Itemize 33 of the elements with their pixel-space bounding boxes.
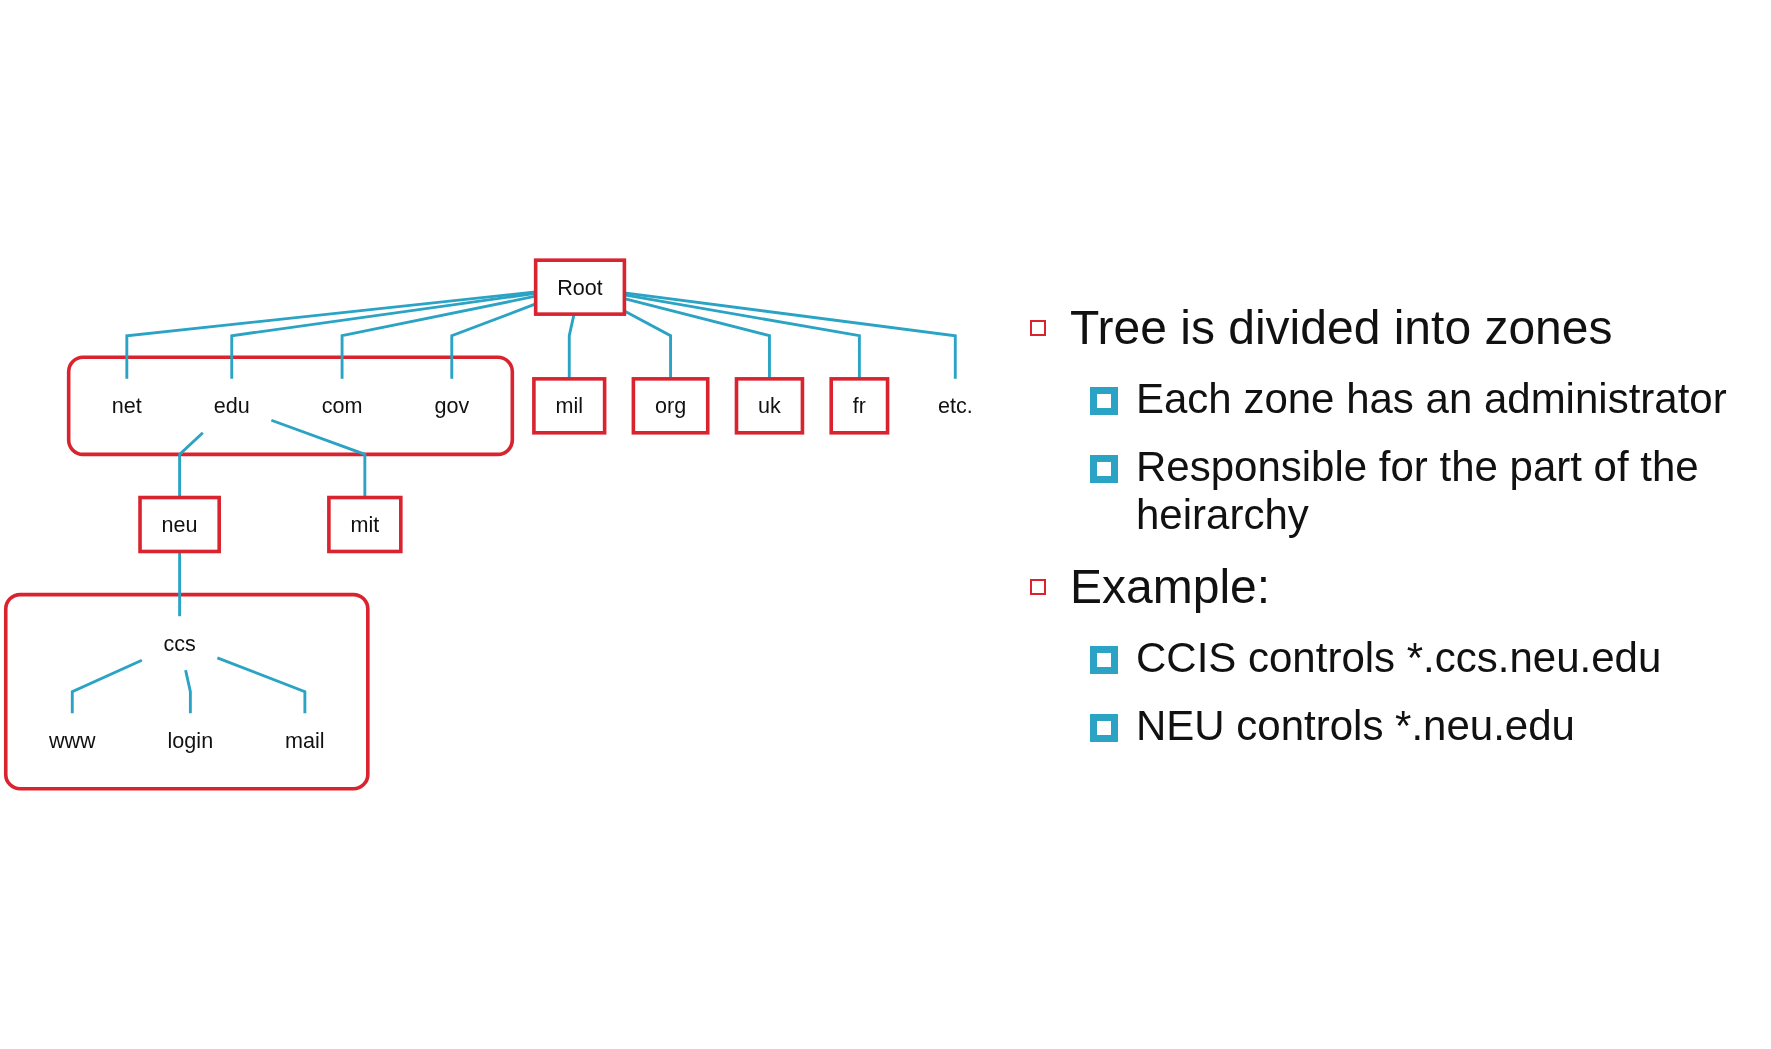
bullet-text: Responsible for the part of the heirarchy (1136, 442, 1700, 539)
node-text: ccs (163, 631, 196, 656)
connector (624, 291, 957, 379)
connector (624, 293, 861, 379)
cluster (66, 355, 515, 457)
node-box: fr (829, 377, 890, 435)
node-box: uk (734, 377, 805, 435)
node-box: neu (138, 495, 221, 554)
connector (70, 658, 143, 714)
node-text: net (111, 393, 142, 418)
connector (178, 431, 204, 498)
bullet-text: Tree is divided into zones (1070, 299, 1613, 355)
node-box: org (631, 377, 710, 435)
node-box: Root (533, 258, 627, 316)
node-text: mail (285, 728, 325, 753)
bullet-text: Example: (1070, 558, 1271, 614)
connector (178, 551, 182, 617)
node-text: etc. (937, 393, 973, 418)
node-text: edu (213, 393, 250, 418)
bullet-text: CCIS controls *.ccs.neu.edu (1136, 633, 1662, 682)
connector (270, 418, 367, 498)
node-text: login (167, 728, 214, 753)
connector (624, 297, 771, 379)
connector (216, 656, 307, 714)
node-text: com (321, 393, 363, 418)
node-box: mit (327, 495, 403, 554)
node-text: www (48, 728, 96, 753)
node-box: mil (532, 377, 607, 435)
cluster (3, 592, 370, 791)
node-text: gov (434, 393, 470, 418)
bullet-text: NEU controls *.neu.edu (1136, 701, 1575, 750)
connector (184, 669, 192, 714)
bullet-text: Each zone has an administrator (1136, 374, 1727, 423)
